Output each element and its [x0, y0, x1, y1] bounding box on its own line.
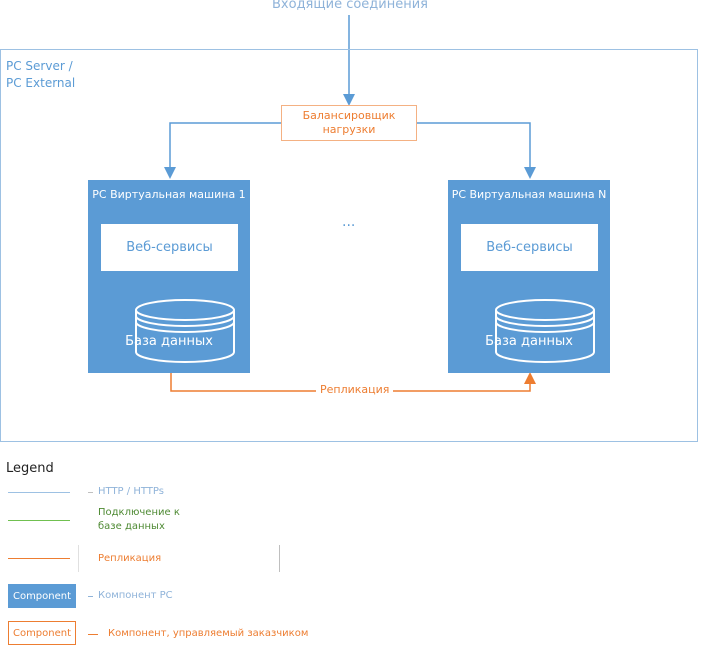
legend-replication-label: Репликация	[98, 553, 162, 564]
legend-customer-component-label: Компонент, управляемый заказчиком	[108, 628, 309, 639]
vmn-title: PC Виртуальная машина N	[451, 188, 607, 201]
vmn-database-icon	[495, 299, 595, 363]
load-balancer-label-line1: Балансировщик	[302, 109, 396, 122]
legend-http-dash	[88, 492, 93, 493]
legend-customer-component-box: Component	[8, 621, 76, 645]
legend-pc-component-box: Component	[8, 584, 76, 608]
replication-label: Репликация	[316, 383, 394, 396]
vmn-web-services: Веб-сервисы	[461, 224, 598, 271]
pc-server-title-line1: PC Server /	[6, 59, 73, 73]
pc-server-title-line2: PC External	[6, 76, 76, 90]
pc-server-container	[0, 49, 698, 442]
vm1-database-label: База данных	[125, 334, 213, 349]
virtual-machine-n: PC Виртуальная машина N Веб-сервисы База…	[448, 180, 610, 373]
legend-customer-component-dash	[88, 634, 98, 635]
legend-db-label: Подключение к базе данных	[98, 506, 198, 534]
balancer-to-vmn-arrow	[417, 122, 536, 179]
legend-db-label-line1: Подключение к	[98, 507, 180, 518]
legend-pc-component-label: Компонент PC	[98, 590, 173, 601]
vm1-web-services-label: Веб-сервисы	[126, 240, 213, 255]
legend-customer-component-box-label: Component	[12, 627, 72, 639]
legend-db-line	[8, 520, 70, 521]
vm1-web-services: Веб-сервисы	[101, 224, 238, 271]
legend-pc-component-dash	[88, 596, 93, 597]
pc-server-title: PC Server / PC External	[6, 58, 75, 92]
vmn-database-label: База данных	[485, 334, 573, 349]
vm1-title: PC Виртуальная машина 1	[92, 188, 246, 201]
load-balancer-box: Балансировщик нагрузки	[281, 105, 417, 141]
incoming-connections-label: Входящие соединения	[272, 0, 428, 12]
virtual-machine-1: PC Виртуальная машина 1 Веб-сервисы База…	[88, 180, 250, 373]
legend-http-line	[8, 492, 70, 493]
vmn-web-services-label: Веб-сервисы	[486, 240, 573, 255]
load-balancer-label-line2: нагрузки	[322, 123, 376, 136]
vm1-database-icon	[135, 299, 235, 363]
legend-replication-line	[8, 558, 70, 559]
balancer-to-vm1-arrow	[164, 122, 281, 179]
ellipsis-more-vms: ...	[342, 214, 356, 230]
legend-pc-component-box-label: Component	[12, 590, 72, 602]
legend-title: Legend	[6, 461, 54, 476]
legend-http-label: HTTP / HTTPs	[98, 486, 164, 497]
legend-db-label-line2: базе данных	[98, 521, 165, 532]
legend-replication-frame	[78, 545, 280, 572]
